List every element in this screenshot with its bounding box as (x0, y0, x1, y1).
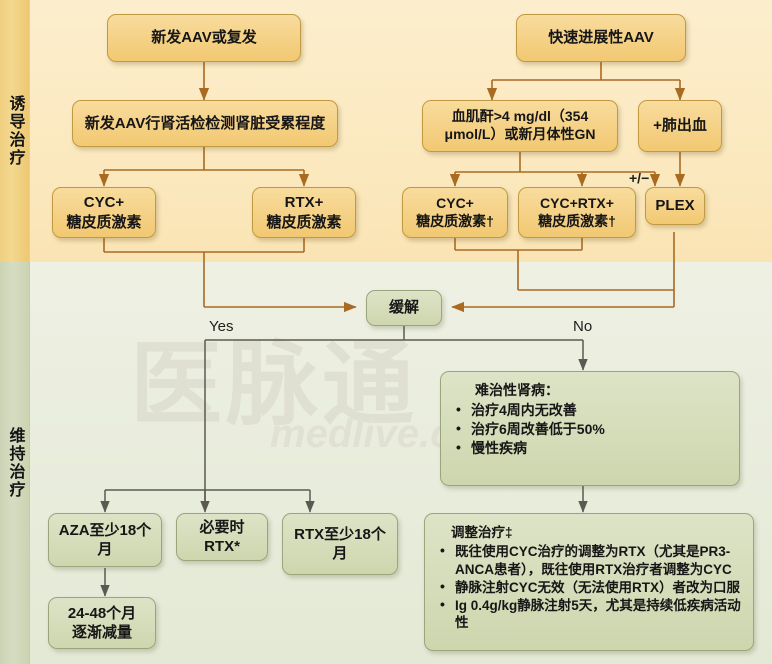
node-new-or-relapse[interactable]: 新发AAV或复发 (107, 14, 301, 62)
list-item: 慢性疾病 (453, 439, 727, 458)
node-rtx-as-needed[interactable]: 必要时RTX* (176, 513, 268, 561)
rail-maintenance-label: 维持治疗 (6, 427, 24, 499)
node-rtx-18-months[interactable]: RTX至少18个月 (282, 513, 398, 575)
node-cyc-glucocorticoid-right[interactable]: CYC+ 糖皮质激素† (402, 187, 508, 238)
node-plex[interactable]: PLEX (645, 187, 705, 225)
list-item: 既往使用CYC治疗的调整为RTX（尤其是PR3-ANCA患者），既往使用RTX治… (437, 542, 741, 578)
node-remission[interactable]: 缓解 (366, 290, 442, 326)
rail-induction-label: 诱导治疗 (6, 95, 24, 167)
adjust-title: 调整治疗‡ (451, 525, 513, 540)
list-item: 治疗6周改善低于50% (453, 420, 727, 439)
node-creatinine-threshold[interactable]: 血肌酐>4 mg/dl（354 μmol/L）或新月体性GN (422, 100, 618, 152)
node-adjust-treatment[interactable]: 调整治疗‡ 既往使用CYC治疗的调整为RTX（尤其是PR3-ANCA患者），既往… (424, 513, 754, 651)
node-rapidly-progressive[interactable]: 快速进展性AAV (516, 14, 686, 62)
list-item: 静脉注射CYC无效（无法使用RTX）者改为口服 (437, 578, 741, 596)
refractory-list: 治疗4周内无改善 治疗6周改善低于50% 慢性疾病 (453, 401, 727, 458)
node-cyc-glucocorticoid-left[interactable]: CYC+ 糖皮质激素 (52, 187, 156, 238)
edge-label-no: No (573, 318, 593, 335)
list-item: 治疗4周内无改善 (453, 401, 727, 420)
list-item: Ig 0.4g/kg静脉注射5天，尤其是持续低疾病活动性 (437, 596, 741, 632)
node-cyc-rtx-glucocorticoid[interactable]: CYC+RTX+ 糖皮质激素† (518, 187, 636, 238)
node-taper[interactable]: 24-48个月 逐渐减量 (48, 597, 156, 649)
refractory-title: 难治性肾病： (475, 382, 559, 398)
node-renal-biopsy[interactable]: 新发AAV行肾活检检测肾脏受累程度 (72, 100, 338, 147)
edge-label-plus-minus: +/− (629, 170, 650, 186)
node-refractory-renal-disease[interactable]: 难治性肾病： 治疗4周内无改善 治疗6周改善低于50% 慢性疾病 (440, 371, 740, 486)
rail-induction: 诱导治疗 (0, 0, 30, 262)
node-pulmonary-hemorrhage[interactable]: +肺出血 (638, 100, 722, 152)
adjust-list: 既往使用CYC治疗的调整为RTX（尤其是PR3-ANCA患者），既往使用RTX治… (437, 542, 741, 632)
node-aza-18-months[interactable]: AZA至少18个月 (48, 513, 162, 567)
edge-label-yes: Yes (209, 318, 234, 335)
node-rtx-glucocorticoid-left[interactable]: RTX+ 糖皮质激素 (252, 187, 356, 238)
rail-maintenance: 维持治疗 (0, 262, 30, 664)
